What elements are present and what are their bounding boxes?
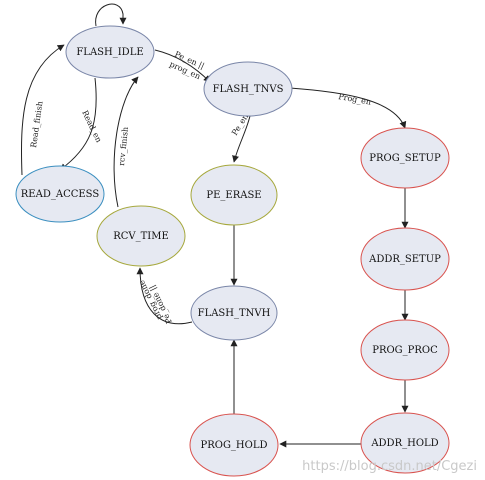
edge-read-access-to-idle [20,44,65,176]
state-addr-setup: ADDR_SETUP [360,227,450,291]
edge-label-read-finish: Read_finish [29,101,44,149]
state-flash-idle: FLASH_IDLE [65,25,155,79]
state-addr-hold-label: ADDR_HOLD [370,438,438,449]
edge-rcv-time-to-idle [113,76,139,208]
state-read-access: READ_ACCESS [15,165,105,223]
edge-tnvs-to-pe-erase [232,115,251,163]
state-flash-tnvh: FLASH_TNVH [190,285,278,341]
state-flash-idle-label: FLASH_IDLE [76,47,143,58]
edge-label-prog-en: Prog_en [338,92,372,107]
state-pe-erase: PE_ERASE [190,164,278,226]
state-flash-tnvs: FLASH_TNVS [203,61,293,117]
state-addr-setup-label: ADDR_SETUP [368,254,441,265]
state-prog-hold: PROG_HOLD [189,413,279,477]
state-prog-proc-label: PROG_PROC [372,345,438,356]
edge-label-read-en: Read_en [80,109,103,144]
edge-idle-to-read-access [59,77,97,171]
state-rcv-time: RCV_TIME [96,205,186,267]
state-flash-tnvs-label: FLASH_TNVS [213,84,284,95]
edge-idle-self-loop [95,3,127,27]
edge-idle-to-tnvs [154,49,211,83]
state-read-access-label: READ_ACCESS [21,189,100,200]
watermark: https://blog.csdn.net/Cgezi [302,459,477,474]
state-prog-setup-label: PROG_SETUP [369,153,441,164]
state-flash-tnvh-label: FLASH_TNVH [198,308,271,319]
edge-label-rcv-finish: rcv_finish [117,126,130,166]
state-prog-hold-label: PROG_HOLD [200,440,267,451]
state-prog-proc: PROG_PROC [360,319,450,381]
edge-tnvh-to-rcv-time [136,267,193,325]
state-prog-setup: PROG_SETUP [360,127,450,189]
edge-tnvs-to-prog-setup [289,87,407,129]
state-addr-hold: ADDR_HOLD [360,412,450,474]
state-rcv-time-label: RCV_TIME [113,231,169,242]
state-pe-erase-label: PE_ERASE [206,190,261,201]
